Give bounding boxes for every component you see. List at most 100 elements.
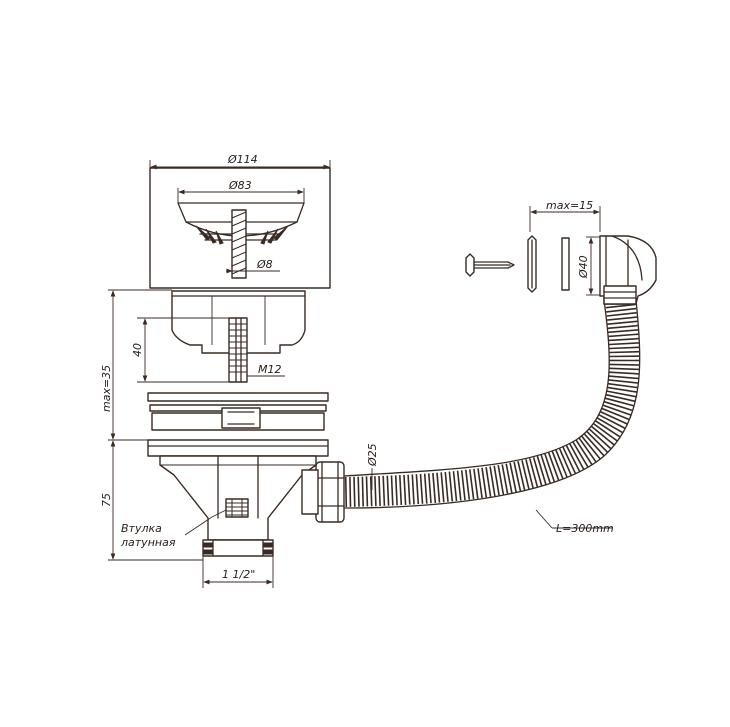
overflow-cover — [527, 235, 537, 293]
hose-rib — [365, 476, 369, 507]
hose-rib — [460, 470, 466, 501]
hose-rib — [568, 442, 585, 470]
hose-rib — [608, 329, 639, 334]
hose-rib — [551, 450, 564, 480]
hose-rib — [607, 382, 638, 389]
hose-rib — [509, 462, 517, 493]
hose-rib — [528, 458, 539, 488]
hose-rib — [575, 439, 593, 466]
hose-rib — [501, 464, 509, 495]
hose-rib — [489, 466, 496, 497]
stem-hatch — [231, 211, 247, 275]
hose-rib — [452, 471, 458, 502]
hose-rib — [473, 468, 479, 499]
hose-rib — [505, 463, 513, 494]
hose-rib — [606, 312, 637, 317]
hose-rib — [580, 435, 601, 460]
hose-rib — [606, 390, 637, 398]
hose-rib — [555, 449, 568, 478]
hose-rib — [357, 476, 360, 507]
hose-rib — [415, 474, 420, 505]
hose-rib — [601, 407, 630, 421]
hose-rib — [440, 472, 445, 503]
hose-rib — [497, 464, 505, 495]
hose-rib — [565, 444, 581, 473]
label-thread: 1 1/2" — [222, 568, 255, 581]
hose-rib — [532, 457, 543, 487]
hose-rib — [599, 410, 628, 425]
hose-rib — [562, 446, 577, 475]
sink-flange-washers — [147, 392, 329, 431]
hose-rib — [602, 404, 632, 416]
hose-rib — [369, 476, 373, 507]
hose-rib — [607, 324, 638, 330]
hose-rib — [456, 470, 462, 501]
dim-d83: Ø83 — [177, 179, 305, 203]
stopper-plug — [171, 290, 306, 383]
label-bushing: Втулка латунная — [120, 509, 227, 549]
hose-rib — [609, 346, 640, 350]
hose-rib — [536, 455, 547, 486]
hose-rib — [423, 473, 428, 504]
label-d8: Ø8 — [256, 258, 273, 271]
label-max15: max=15 — [546, 199, 593, 212]
hose-rib — [547, 452, 560, 481]
hose-rib — [465, 469, 471, 500]
hose-rib — [609, 363, 640, 366]
hose-rib — [578, 437, 597, 463]
dim-d114: Ø114 — [149, 153, 331, 170]
hose-rib — [588, 428, 612, 450]
hose-rib — [598, 413, 626, 430]
overflow-elbow — [599, 235, 657, 305]
dim-d8: Ø8 — [226, 258, 280, 274]
hose-rib — [448, 471, 454, 502]
hose-ribs — [344, 299, 640, 508]
hose-rib — [544, 453, 556, 483]
hose-rib — [572, 441, 589, 468]
hose-rib — [436, 472, 441, 503]
hose-rib — [590, 425, 615, 446]
hose-rib — [403, 474, 407, 505]
hose-rib — [517, 461, 526, 491]
hose-rib — [469, 469, 475, 500]
hose-rib — [605, 393, 636, 403]
label-m12: M12 — [258, 363, 282, 376]
dim-m12: M12 — [247, 363, 285, 377]
hose-rib — [513, 461, 522, 492]
strainer-fins — [195, 225, 289, 245]
hose-rib — [444, 471, 449, 502]
hose-rib — [592, 422, 618, 442]
label-hose-length: L=300mm — [556, 522, 614, 535]
hose-rib — [493, 465, 500, 496]
hose-rib — [608, 375, 639, 380]
dim-d25: Ø25 — [366, 443, 379, 490]
hose-rib — [583, 432, 605, 457]
hose-rib — [485, 466, 492, 497]
label-d40: Ø40 — [577, 255, 590, 279]
hose-rib — [608, 342, 640, 346]
hose-rib — [609, 350, 640, 354]
hose-rib — [344, 476, 348, 508]
hose-rib — [605, 303, 636, 309]
hose-rib — [608, 333, 639, 338]
hose-rib — [374, 476, 377, 507]
overflow-gasket — [561, 237, 570, 291]
hose-rib — [521, 460, 530, 490]
brass-bushing-hatch — [226, 499, 248, 517]
label-d25: Ø25 — [366, 443, 379, 467]
label-max35: max=35 — [100, 365, 113, 412]
hose-rib — [608, 379, 639, 384]
outlet-thread — [202, 539, 274, 557]
hose-rib — [585, 430, 609, 453]
label-h75: 75 — [100, 493, 113, 507]
corrugated-hose — [343, 299, 641, 509]
hose-rib — [382, 475, 386, 506]
hose-rib — [603, 400, 634, 412]
hose-rib — [378, 475, 381, 507]
label-h40: 40 — [131, 343, 144, 357]
hose-rib — [608, 337, 639, 342]
hose-rib — [349, 476, 352, 507]
hose-rib — [407, 474, 411, 505]
hose-rib — [558, 447, 573, 477]
